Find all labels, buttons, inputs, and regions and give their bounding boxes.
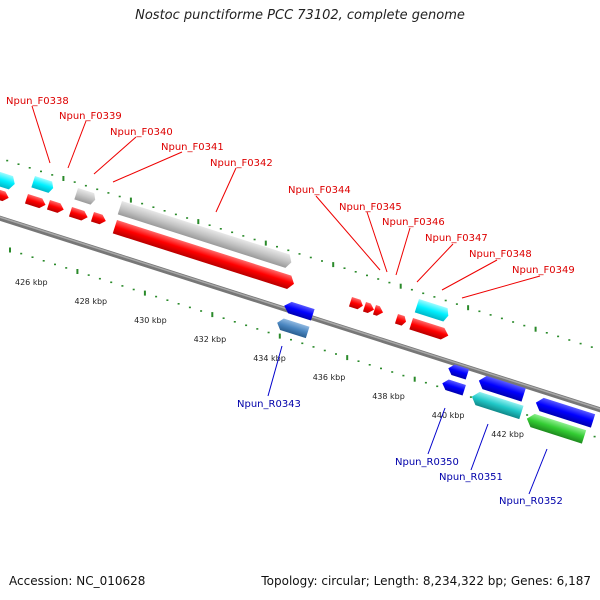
label-npun-r0350[interactable]: Npun_R0350 (395, 457, 459, 468)
genome-summary: Topology: circular; Length: 8,234,322 bp… (261, 574, 591, 588)
label-npun-f0338[interactable]: Npun_F0338 (6, 96, 69, 107)
accession-text: Accession: NC_010628 (9, 574, 146, 588)
feature-gray-1[interactable] (74, 188, 97, 206)
feature-cyan-3[interactable] (414, 299, 451, 322)
label-npun-f0339[interactable]: Npun_F0339 (59, 111, 122, 122)
axis-tick-label: 432 kbp (194, 335, 227, 344)
feature-red-8[interactable] (372, 305, 385, 317)
label-npun-f0346[interactable]: Npun_F0346 (382, 217, 445, 228)
axis-tick-label: 426 kbp (15, 278, 48, 287)
axis-tick-label: 428 kbp (75, 297, 108, 306)
axis-tick-label: 440 kbp (432, 411, 465, 420)
feature-blue-1[interactable] (282, 300, 315, 321)
upper-tick-track (6, 159, 593, 348)
label-npun-r0351[interactable]: Npun_R0351 (439, 472, 503, 483)
label-npun-f0345[interactable]: Npun_F0345 (339, 202, 402, 213)
feature-cyan-1[interactable] (0, 170, 17, 191)
forward-features (0, 170, 451, 341)
lower-tick-track (9, 247, 596, 438)
feature-red-5[interactable] (90, 212, 107, 226)
label-npun-f0349[interactable]: Npun_F0349 (512, 265, 575, 276)
feature-blue-4[interactable] (477, 374, 526, 402)
axis-tick-label: 436 kbp (313, 373, 346, 382)
axis-tick-label: 442 kbp (491, 430, 524, 439)
feature-blue-5[interactable] (534, 396, 596, 428)
feature-blue-3[interactable] (441, 378, 466, 396)
label-npun-f0340[interactable]: Npun_F0340 (110, 127, 173, 138)
label-npun-f0341[interactable]: Npun_F0341 (161, 142, 224, 153)
axis-labels: 426 kbp 428 kbp 430 kbp 432 kbp 434 kbp 436 k… (15, 278, 524, 439)
axis-tick-label: 430 kbp (134, 316, 167, 325)
label-npun-r0352[interactable]: Npun_R0352 (499, 496, 563, 507)
label-npun-f0342[interactable]: Npun_F0342 (210, 158, 273, 169)
feature-cyan-2[interactable] (31, 176, 55, 194)
feature-steel-1[interactable] (275, 317, 310, 339)
feature-teal-1[interactable] (470, 390, 524, 420)
feature-red-4[interactable] (68, 207, 89, 222)
feature-red-long[interactable] (112, 220, 296, 290)
feature-blue-2[interactable] (447, 363, 470, 380)
feature-red-9[interactable] (394, 314, 408, 327)
feature-red-2[interactable] (24, 194, 47, 210)
axis-tick-label: 434 kbp (253, 354, 286, 363)
feature-green-1[interactable] (525, 412, 587, 444)
label-npun-f0347[interactable]: Npun_F0347 (425, 233, 488, 244)
forward-label-group: Npun_F0338 Npun_F0339 Npun_F0340 Npun_F0… (6, 96, 575, 299)
feature-red-1[interactable] (0, 188, 10, 203)
reverse-label-group: Npun_R0343 Npun_R0350 Npun_R0351 Npun_R0… (237, 345, 563, 507)
label-npun-f0348[interactable]: Npun_F0348 (469, 249, 532, 260)
feature-gray-long[interactable] (117, 201, 294, 269)
axis-tick-label: 438 kbp (372, 392, 405, 401)
feature-red-3[interactable] (46, 200, 65, 214)
feature-red-10[interactable] (409, 318, 450, 341)
reverse-features (275, 300, 596, 444)
feature-red-6[interactable] (348, 297, 364, 310)
label-npun-f0344[interactable]: Npun_F0344 (288, 185, 351, 196)
feature-red-7[interactable] (362, 302, 376, 315)
map-title: Nostoc punctiforme PCC 73102, complete g… (135, 8, 465, 23)
label-npun-r0343[interactable]: Npun_R0343 (237, 399, 301, 410)
